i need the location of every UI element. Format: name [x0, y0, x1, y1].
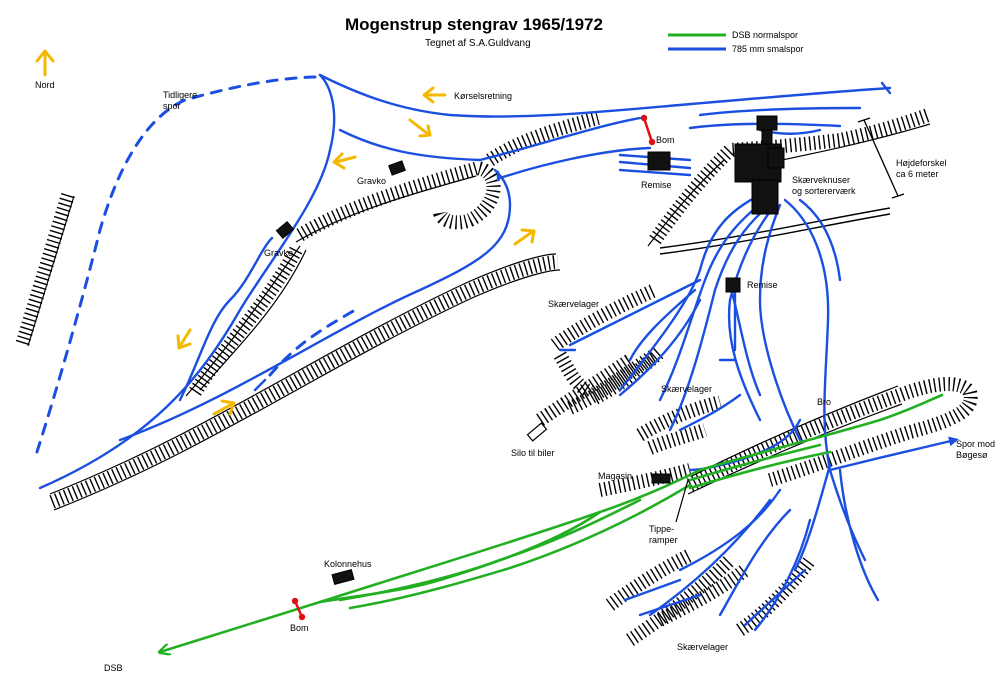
remise-2-building: [725, 277, 741, 293]
gravko-2-icon: [275, 220, 295, 240]
map-subtitle: Tegnet af S.A.Guldvang: [425, 38, 531, 49]
dsb-tracks: [160, 393, 944, 652]
tip-ramp-pointer: [675, 479, 689, 523]
crusher-label-1: Skærveknuser: [792, 175, 850, 185]
storage-label-3: Skærvelager: [677, 642, 728, 652]
buildings: [275, 115, 785, 586]
gravko-1-icon: [388, 160, 406, 176]
kolonnehus-building: [331, 568, 355, 586]
tip-ramp-label-1: Tippe-: [649, 524, 674, 534]
embankments: [15, 108, 978, 646]
remise-label-2: Remise: [747, 280, 778, 290]
remise-label-1: Remise: [641, 180, 672, 190]
map-labels: Nord Tidligere spor Kørselsretning Gravk…: [35, 80, 995, 673]
height-label-1: Højdeforskel: [896, 158, 947, 168]
gate-label-2: Bom: [290, 623, 309, 633]
former-track-label-2: spor: [163, 101, 181, 111]
legend: DSB normalspor 785 mm smalspor: [668, 30, 804, 54]
direction-arrow-icon: [212, 399, 236, 416]
north-arrow-icon: [35, 49, 55, 77]
tip-ramp-label-2: ramper: [649, 535, 678, 545]
silo-label: Silo til biler: [511, 448, 555, 458]
storage-label-2: Skærvelager: [661, 384, 712, 394]
magasin-label: Magasin: [598, 471, 632, 481]
gate-1-icon: [640, 114, 656, 146]
kolonnehus-label: Kolonnehus: [324, 559, 372, 569]
gravko-label-2: Gravko: [264, 248, 293, 258]
north-label: Nord: [35, 80, 55, 90]
legend-dsb-label: DSB normalspor: [732, 30, 798, 40]
direction-arrow-icon: [332, 152, 357, 170]
legend-narrow-label: 785 mm smalspor: [732, 44, 804, 54]
map-title: Mogenstrup stengrav 1965/1972: [345, 15, 603, 34]
height-label-2: ca 6 meter: [896, 169, 939, 179]
gate-label-1: Bom: [656, 135, 675, 145]
bogeso-label-1: Spor mod: [956, 439, 995, 449]
direction-arrow-icon: [176, 328, 192, 350]
bogeso-label-2: Bøgesø: [956, 450, 988, 460]
narrow-gauge-tracks: [34, 73, 959, 632]
direction-arrows: [35, 49, 536, 416]
direction-arrow-icon: [408, 118, 432, 138]
magasin-building: [651, 473, 671, 484]
direction-arrow-icon: [422, 86, 447, 104]
bridge-label: Bro: [817, 397, 831, 407]
remise-1-building: [647, 151, 671, 171]
gravko-label-1: Gravko: [357, 176, 386, 186]
crusher-label-2: og sortererværk: [792, 186, 856, 196]
silo-building: [526, 422, 548, 442]
storage-label-1: Skærvelager: [548, 299, 599, 309]
direction-label: Kørselsretning: [454, 91, 512, 101]
crusher-building: [734, 115, 785, 215]
dsb-label: DSB: [104, 663, 123, 673]
former-track-label: Tidligere: [163, 90, 197, 100]
gate-2-icon: [291, 597, 306, 621]
height-marker: [857, 117, 905, 199]
direction-arrow-icon: [513, 228, 536, 246]
